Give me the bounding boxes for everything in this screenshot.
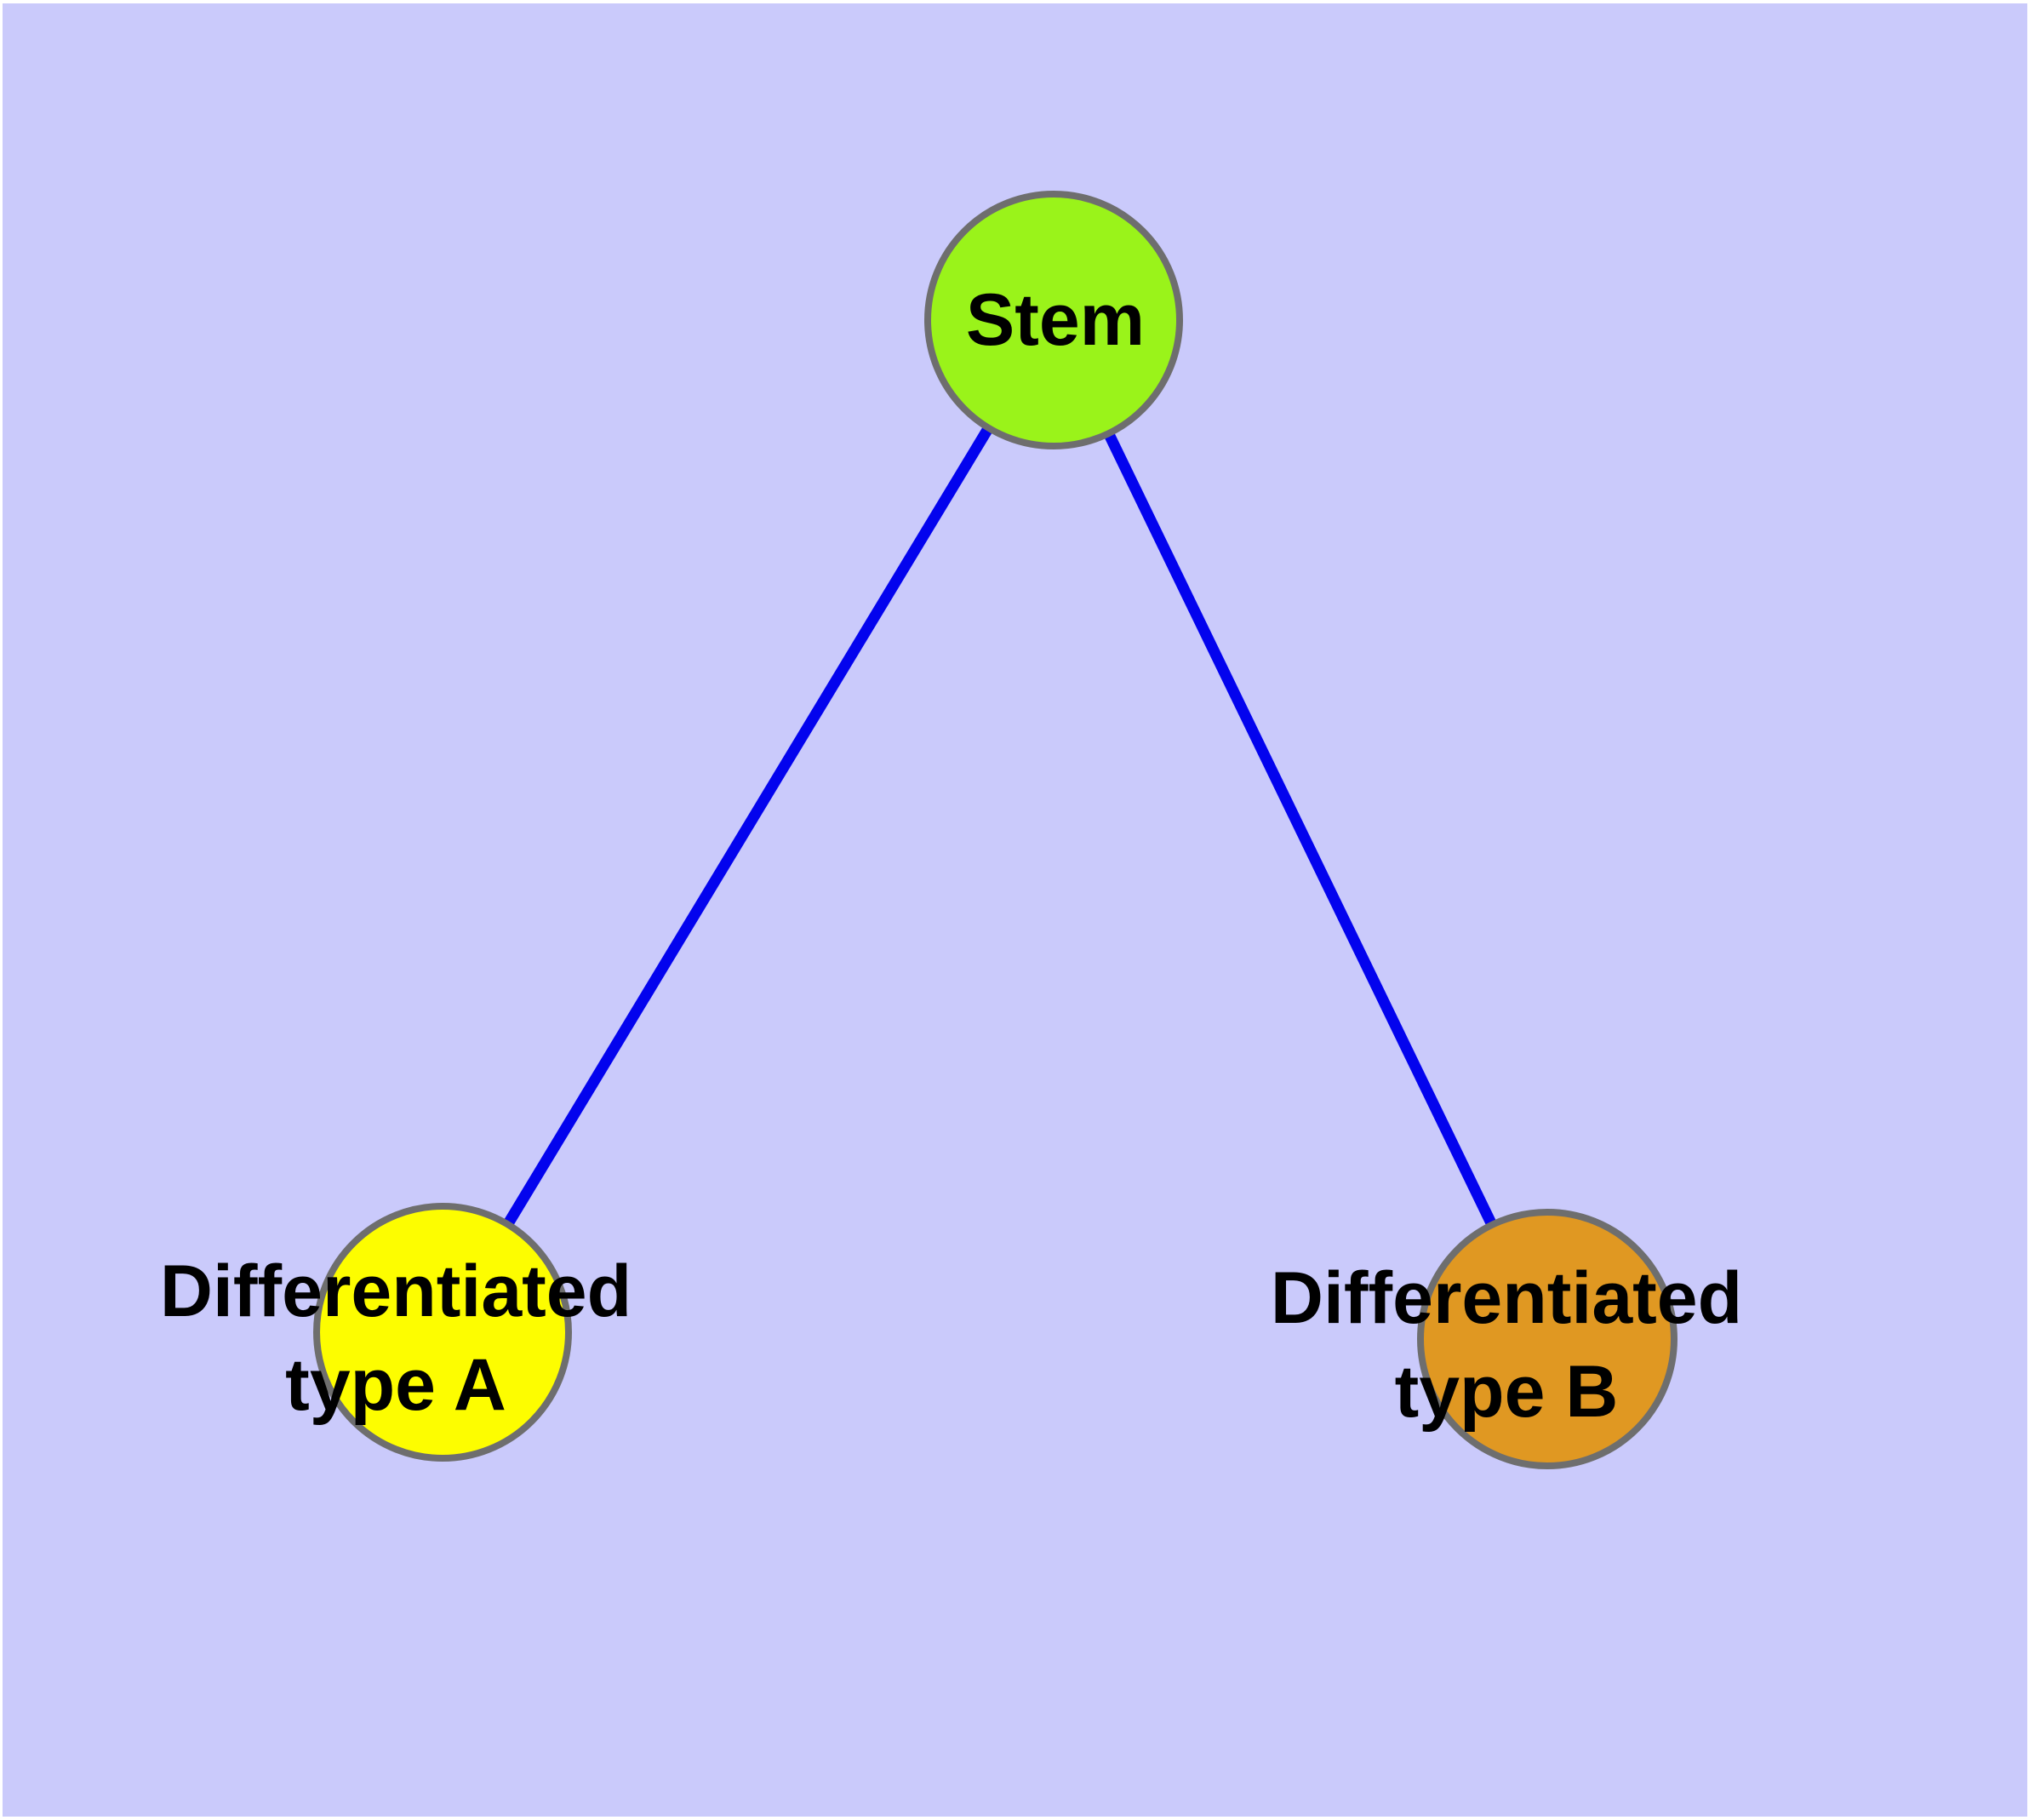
- node-label-line: type A: [285, 1344, 506, 1426]
- node-differentiated-type-b-circle: [1417, 1209, 1677, 1469]
- node-label-line: Differentiated: [1270, 1257, 1743, 1339]
- node-stem-label: Stem: [966, 273, 1145, 367]
- edge-stem-to-type-b: [1049, 318, 1552, 1342]
- node-label-line: Stem: [965, 279, 1146, 361]
- node-differentiated-type-a-circle: [313, 1203, 572, 1462]
- node-differentiated-type-b-label: Differentiated type B: [1271, 1251, 1742, 1439]
- node-label-line: Differentiated: [159, 1251, 632, 1332]
- node-differentiated-type-a-label: Differentiated type A: [160, 1245, 632, 1432]
- node-label-line: type B: [1394, 1351, 1619, 1433]
- edge-stem-to-type-a: [437, 317, 1059, 1336]
- node-stem-circle: [924, 191, 1183, 449]
